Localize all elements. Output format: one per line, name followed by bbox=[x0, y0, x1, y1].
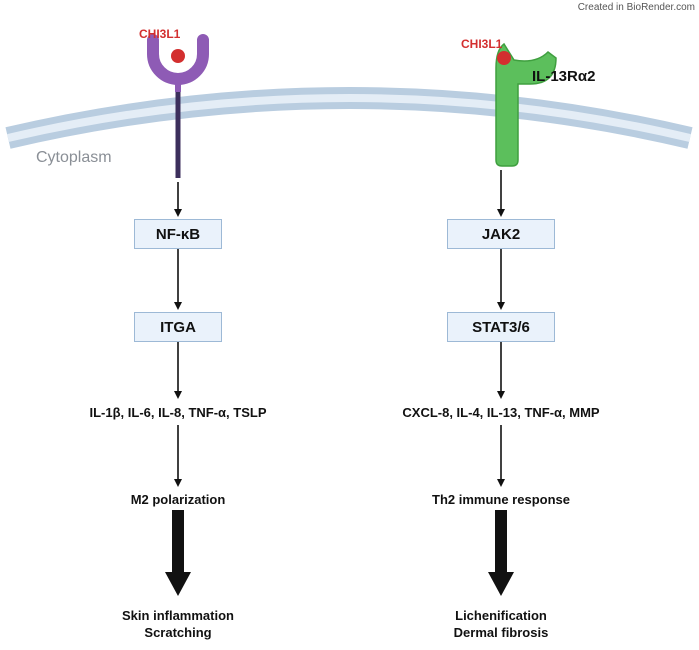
right-ligand-label: CHI3L1 bbox=[461, 37, 503, 51]
right-outcome-line1: Lichenification bbox=[455, 608, 547, 623]
left-outcome-line1: Skin inflammation bbox=[122, 608, 234, 623]
stat-box: STAT3/6 bbox=[447, 312, 555, 342]
left-process: M2 polarization bbox=[130, 492, 226, 507]
left-outcome: Skin inflammation Scratching bbox=[122, 607, 234, 641]
right-ligand-dot bbox=[497, 51, 511, 65]
left-ligand-dot bbox=[171, 49, 185, 63]
left-receptor bbox=[147, 34, 209, 178]
left-ligand-label: CHI3L1 bbox=[139, 27, 181, 41]
right-mediators: CXCL-8, IL-4, IL-13, TNF-α, MMP bbox=[402, 405, 600, 420]
jak2-box: JAK2 bbox=[447, 219, 555, 249]
big-arrow-right bbox=[488, 510, 514, 596]
cytoplasm-label: Cytoplasm bbox=[36, 149, 112, 166]
biorender-credit: Created in BioRender.com bbox=[577, 2, 695, 13]
left-outcome-line2: Scratching bbox=[144, 625, 212, 640]
right-outcome-line2: Dermal fibrosis bbox=[453, 625, 549, 640]
itga-box: ITGA bbox=[134, 312, 222, 342]
right-receptor-label: IL-13Rα2 bbox=[532, 68, 596, 85]
cell-membrane-inner-line bbox=[7, 94, 691, 142]
nfkb-box: NF-κB bbox=[134, 219, 222, 249]
right-receptor bbox=[495, 42, 557, 167]
big-arrow-left bbox=[165, 510, 191, 596]
left-mediators: IL-1β, IL-6, IL-8, TNF-α, TSLP bbox=[89, 405, 267, 420]
right-process: Th2 immune response bbox=[432, 492, 570, 507]
right-outcome: Lichenification Dermal fibrosis bbox=[454, 607, 549, 641]
